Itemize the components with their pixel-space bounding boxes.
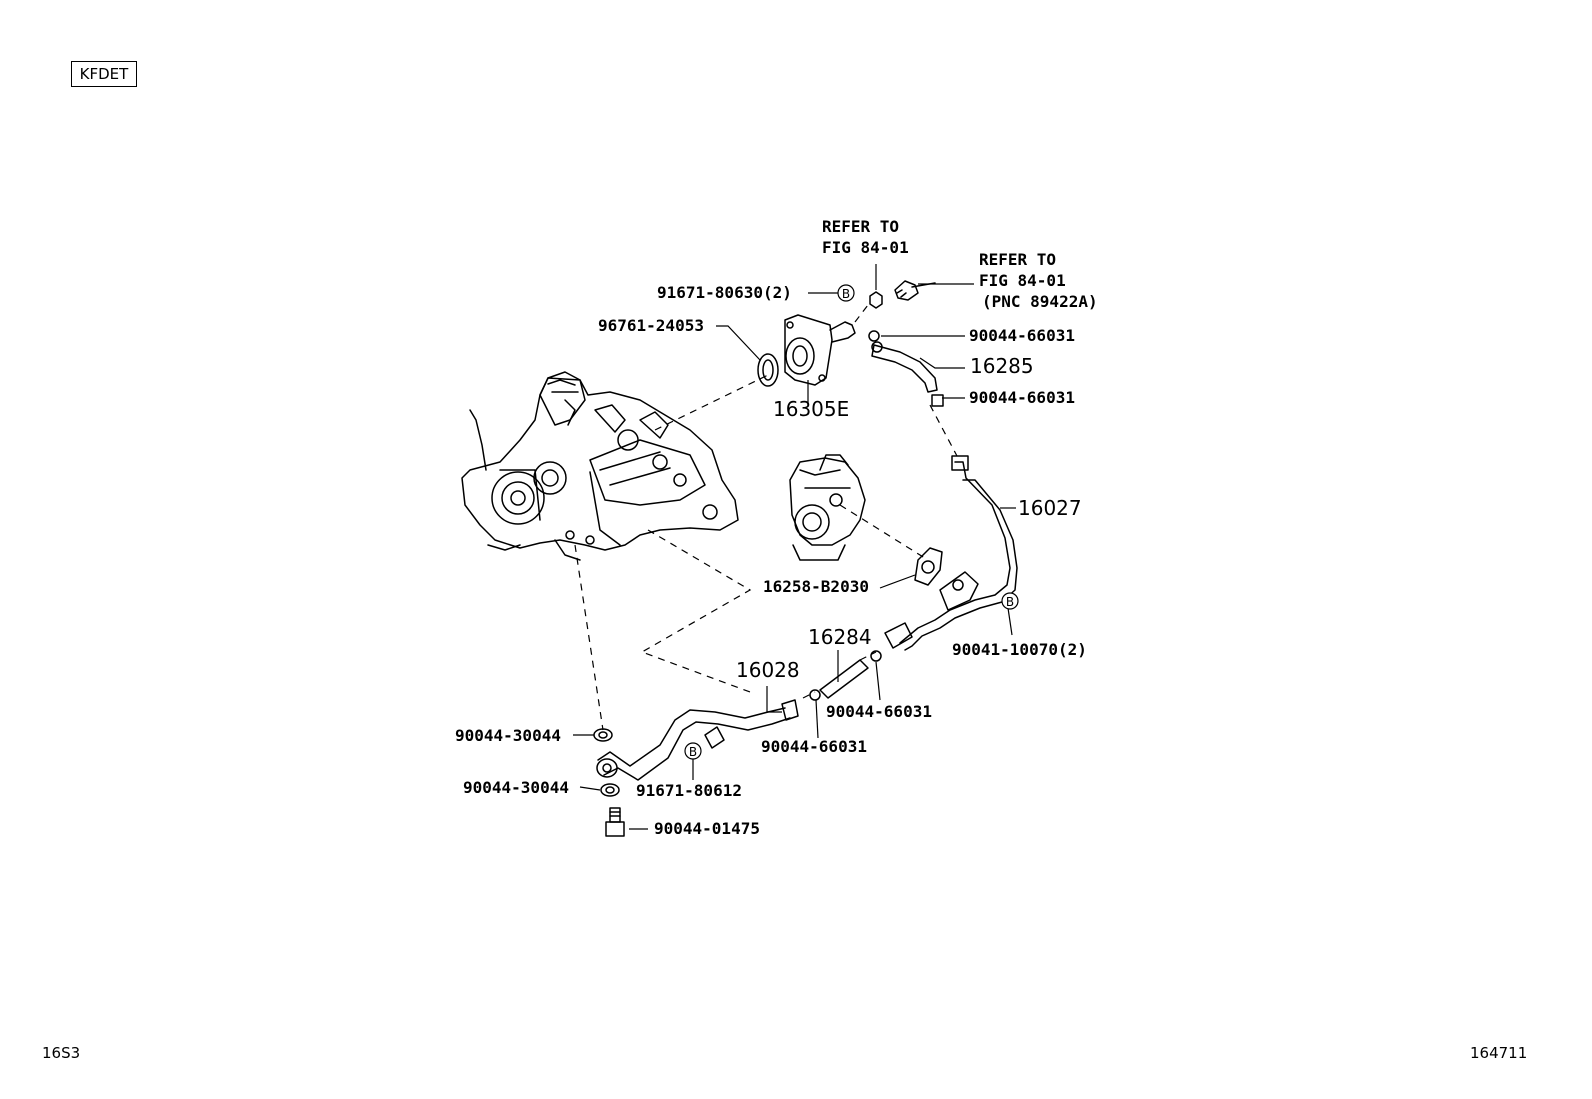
part-label-90044-66031: 90044-66031 <box>761 737 867 756</box>
gasket-16258-B2030 <box>914 547 943 586</box>
refer-note-b-line3: (PNC 89422A) <box>982 292 1098 311</box>
refer-note-a-line1: REFER TO <box>822 217 899 236</box>
washer-90044-30044 <box>593 728 613 742</box>
footer-right-code: 164711 <box>1470 1044 1528 1062</box>
engine-assembly <box>461 371 739 561</box>
assembly-lines <box>574 304 958 731</box>
part-label-90044-01475: 90044-01475 <box>654 819 760 838</box>
engine-code-box: KFDET <box>71 61 137 87</box>
clamp <box>931 394 944 407</box>
b-marker-text: B <box>842 287 850 301</box>
part-label-91671-80612: 91671-80612 <box>636 781 742 800</box>
water-outlet-16305E <box>784 314 856 386</box>
bolt-refer <box>869 291 883 309</box>
hose-16285 <box>871 344 938 393</box>
part-label-90044-66031: 90044-66031 <box>969 388 1075 407</box>
b-marker: B <box>837 284 855 302</box>
refer-note-a-line2: FIG 84-01 <box>822 238 909 257</box>
hose-16284 <box>819 659 869 699</box>
pipe-16027 <box>884 455 1018 651</box>
footer-left-code: 16S3 <box>42 1044 81 1062</box>
turbocharger <box>789 454 866 561</box>
part-label-90044-66031: 90044-66031 <box>969 326 1075 345</box>
part-label-91671-80630: 91671-80630(2) <box>657 283 792 302</box>
refer-note-b-line2: FIG 84-01 <box>979 271 1066 290</box>
b-marker-text: B <box>1006 595 1014 609</box>
b-marker-text: B <box>689 745 697 759</box>
pipe-16028 <box>596 699 799 781</box>
part-label-16305E: 16305E <box>773 397 849 421</box>
clamp <box>809 689 821 701</box>
engine-code: KFDET <box>79 65 129 83</box>
part-label-16284: 16284 <box>808 625 872 649</box>
b-marker: B <box>1001 592 1019 610</box>
part-label-16027: 16027 <box>1018 496 1082 520</box>
union-bolt-90044-01475 <box>605 807 625 837</box>
clamp <box>868 330 880 342</box>
part-label-16285: 16285 <box>970 354 1034 378</box>
bolt-ref-markers: B B B <box>684 284 1019 760</box>
part-label-16028: 16028 <box>736 658 800 682</box>
part-label-90044-30044: 90044-30044 <box>463 778 569 797</box>
part-label-90044-30044: 90044-30044 <box>455 726 561 745</box>
part-label-96761-24053: 96761-24053 <box>598 316 704 335</box>
leader-lines <box>573 264 1016 830</box>
washer-90044-30044 <box>600 783 620 797</box>
gasket-ring <box>757 353 779 387</box>
b-marker: B <box>684 742 702 760</box>
part-label-90041-10070: 90041-10070(2) <box>952 640 1087 659</box>
part-label-16258-B2030: 16258-B2030 <box>763 577 869 596</box>
refer-note-b-line1: REFER TO <box>979 250 1056 269</box>
part-label-90044-66031: 90044-66031 <box>826 702 932 721</box>
